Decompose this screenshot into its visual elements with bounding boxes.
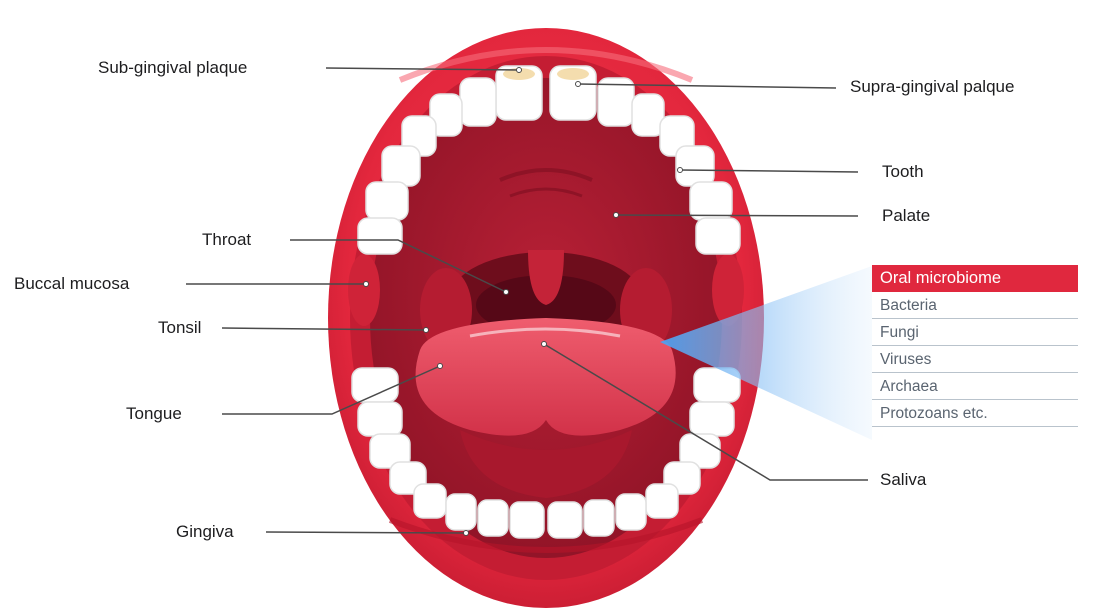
tongue xyxy=(416,318,676,436)
tooth xyxy=(352,368,398,402)
tooth xyxy=(632,94,664,136)
tooth xyxy=(446,494,476,530)
leader-dot xyxy=(614,213,619,218)
buccal-left xyxy=(348,254,380,326)
tooth xyxy=(616,494,646,530)
tooth xyxy=(366,182,408,220)
tooth xyxy=(414,484,446,518)
tooth xyxy=(676,146,714,186)
leader-dot xyxy=(504,290,509,295)
label-palate: Palate xyxy=(882,206,930,226)
tooth xyxy=(690,182,732,220)
leader-line xyxy=(616,215,858,216)
tooth xyxy=(510,502,544,538)
leader-dot xyxy=(678,168,683,173)
leader-dot xyxy=(542,342,547,347)
tooth xyxy=(460,78,496,126)
label-sub-gingival-plaque: Sub-gingival plaque xyxy=(98,58,247,78)
leader-dot xyxy=(438,364,443,369)
tooth xyxy=(646,484,678,518)
tooth xyxy=(358,218,402,254)
microbiome-item: Bacteria xyxy=(872,292,1078,319)
tooth xyxy=(696,218,740,254)
leader-dot xyxy=(517,68,522,73)
plaque xyxy=(557,68,589,80)
label-tongue: Tongue xyxy=(126,404,182,424)
microbiome-item: Fungi xyxy=(872,319,1078,346)
label-throat: Throat xyxy=(202,230,251,250)
tooth xyxy=(478,500,508,536)
label-saliva: Saliva xyxy=(880,470,926,490)
tooth xyxy=(548,502,582,538)
leader-dot xyxy=(364,282,369,287)
leader-dot xyxy=(576,82,581,87)
tooth xyxy=(358,402,402,436)
oral-microbiome-table: Oral microbiome Bacteria Fungi Viruses A… xyxy=(872,265,1078,427)
label-tooth: Tooth xyxy=(882,162,924,182)
microbiome-item: Archaea xyxy=(872,373,1078,400)
tooth xyxy=(584,500,614,536)
oral-microbiome-title: Oral microbiome xyxy=(872,265,1078,292)
tooth xyxy=(690,402,734,436)
leader-dot xyxy=(464,531,469,536)
label-tonsil: Tonsil xyxy=(158,318,201,338)
tooth xyxy=(382,146,420,186)
label-gingiva: Gingiva xyxy=(176,522,234,542)
leader-line xyxy=(266,532,466,533)
microbiome-item: Protozoans etc. xyxy=(872,400,1078,427)
label-supra-gingival-plaque: Supra-gingival palque xyxy=(850,77,1014,97)
microbiome-item: Viruses xyxy=(872,346,1078,373)
leader-dot xyxy=(424,328,429,333)
label-buccal-mucosa: Buccal mucosa xyxy=(14,274,129,294)
